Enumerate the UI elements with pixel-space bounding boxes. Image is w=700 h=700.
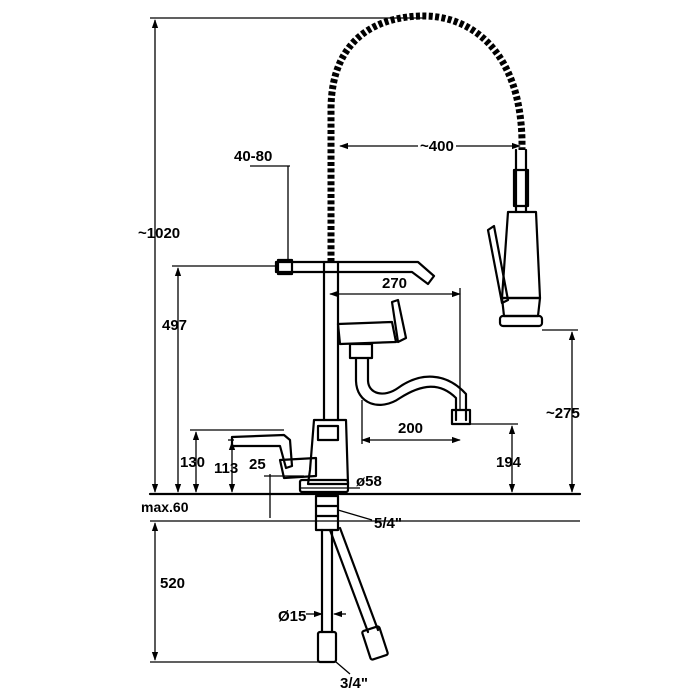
label-spout-height: 194 xyxy=(496,454,522,471)
label-clamp-range: 40-80 xyxy=(234,148,272,165)
label-shelf-arm: 270 xyxy=(382,275,407,292)
label-base-diameter: ø58 xyxy=(356,473,382,490)
swan-spout xyxy=(354,356,458,422)
spray-trigger xyxy=(486,224,510,305)
label-hose-diameter: Ø15 xyxy=(278,608,306,625)
label-spout-reach: 200 xyxy=(398,420,423,437)
thread-shank xyxy=(314,494,340,532)
faucet-outline xyxy=(148,12,582,664)
spout-valve xyxy=(336,320,398,346)
label-spray-height: ~275 xyxy=(546,405,580,422)
label-thread-size: 5/4" xyxy=(374,515,402,532)
spray-head xyxy=(500,210,542,300)
supply-hose-left xyxy=(320,528,334,634)
supply-hose-right xyxy=(328,526,380,634)
label-lever-offset: 25 xyxy=(249,456,266,473)
spring-coil xyxy=(327,12,526,262)
label-connection-size: 3/4" xyxy=(340,675,368,692)
shelf-arm xyxy=(274,260,436,286)
label-hose-length: 520 xyxy=(160,575,185,592)
label-deck-thickness: max.60 xyxy=(141,499,189,515)
spout-handle xyxy=(390,298,408,344)
mixer-body xyxy=(306,418,350,486)
label-hose-reach: ~400 xyxy=(420,138,454,155)
base-rosette xyxy=(298,478,350,494)
hose-fitting-right xyxy=(361,625,389,661)
dimension-lines xyxy=(150,17,578,675)
label-shelf-height: 497 xyxy=(162,317,187,334)
label-total-height: ~1020 xyxy=(138,225,180,242)
leader-connection xyxy=(335,661,351,675)
mixer-lever xyxy=(230,433,294,470)
hose-fitting-left xyxy=(316,630,338,664)
dimension-labels: ~1020 40-80 ~400 497 270 200 ~275 194 13… xyxy=(138,138,580,692)
leader-thread xyxy=(337,509,373,521)
label-lever-height: 130 xyxy=(180,454,205,471)
label-lever-base-height: 113 xyxy=(214,460,238,477)
